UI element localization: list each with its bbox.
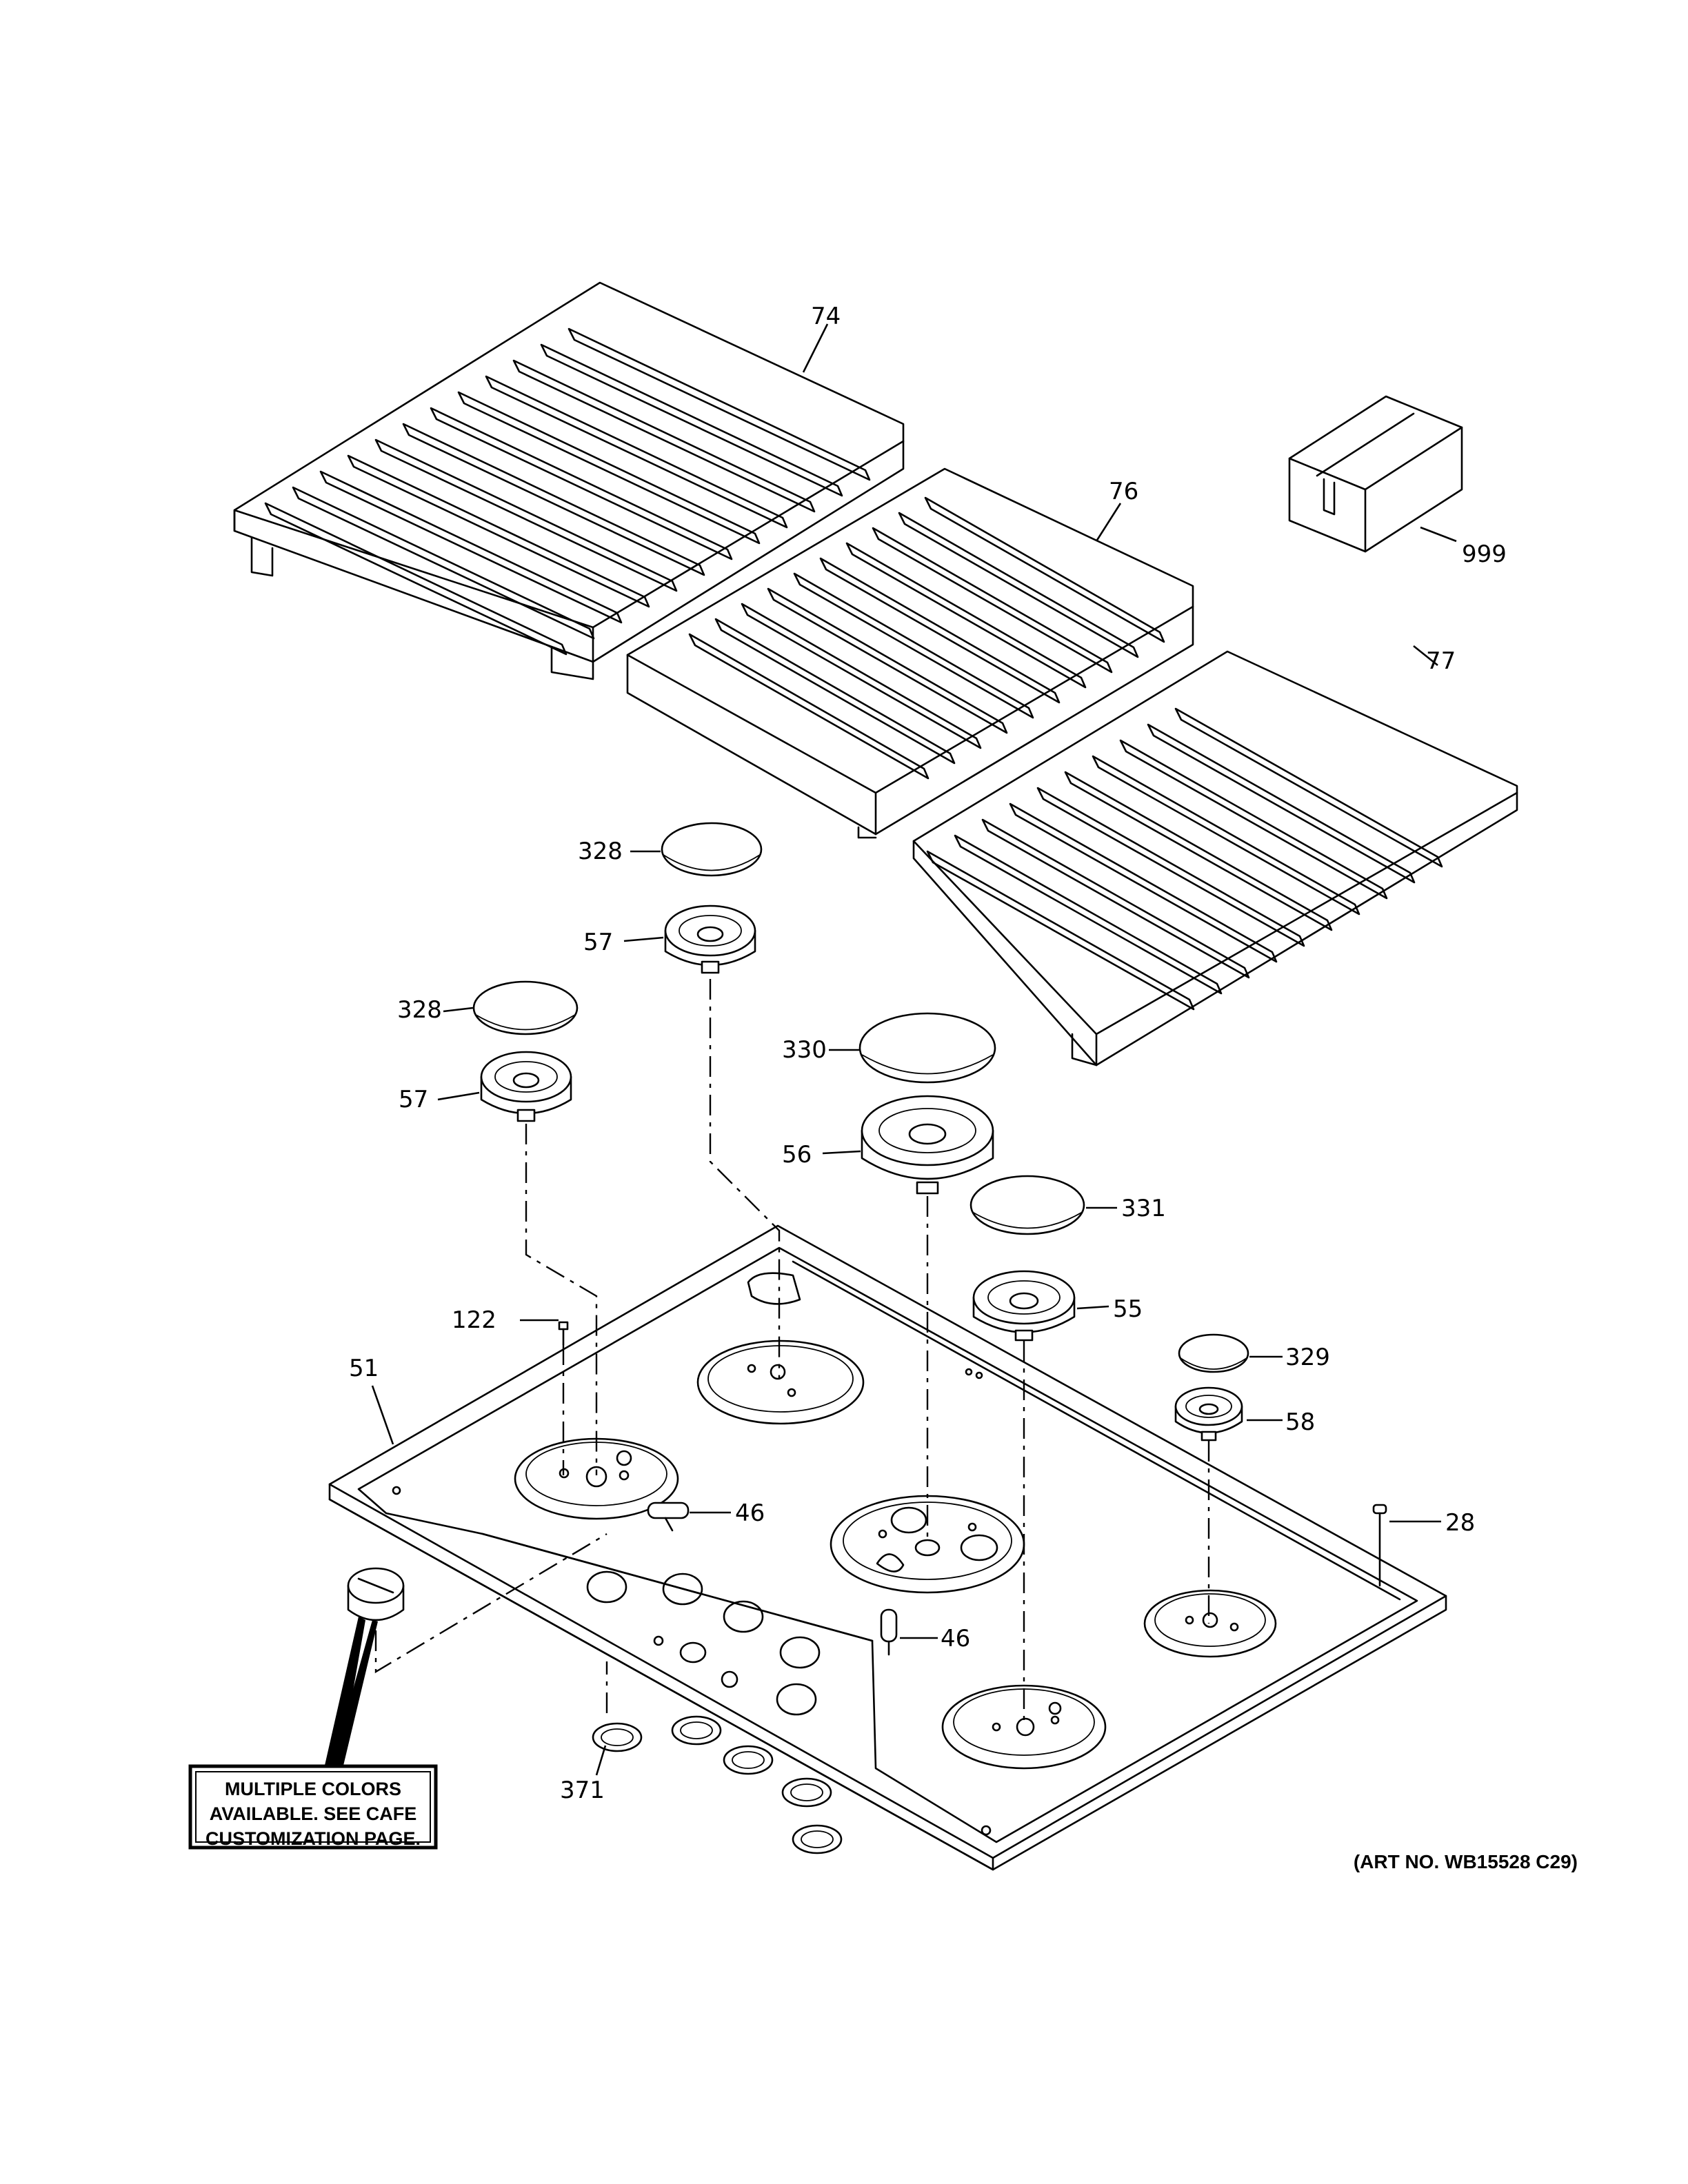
note-line-1: MULTIPLE COLORS xyxy=(225,1779,401,1799)
grate-bar xyxy=(540,343,843,497)
grate-bar xyxy=(1092,755,1360,916)
screw-122[interactable] xyxy=(558,1321,569,1346)
grate-bar xyxy=(457,391,761,545)
callout-328-top[interactable]: 328 xyxy=(578,838,623,865)
callout-28[interactable]: 28 xyxy=(1445,1509,1475,1537)
callout-labels: 74 76 77 999 328 57 328 57 330 56 331 55… xyxy=(349,303,1507,1804)
leader-lines xyxy=(371,323,1457,1776)
note-line-2: AVAILABLE. SEE CAFE xyxy=(210,1803,417,1824)
grate-bar xyxy=(1064,771,1333,931)
grate-bar xyxy=(402,423,705,576)
screw-hole xyxy=(981,1825,992,1836)
callout-57-left[interactable]: 57 xyxy=(399,1086,428,1113)
grate-bar xyxy=(898,512,1139,658)
cooktop[interactable] xyxy=(328,1224,1447,1871)
grate-middle-bars xyxy=(688,496,1165,780)
burner-cap-329[interactable] xyxy=(1178,1333,1249,1373)
knob-seal-371[interactable] xyxy=(592,1715,843,1854)
burner-seat-right xyxy=(1143,1589,1277,1658)
screw-28[interactable] xyxy=(1372,1504,1387,1587)
burner-head-57-left[interactable] xyxy=(480,1051,572,1122)
igniter-46-left[interactable] xyxy=(647,1502,690,1532)
callout-76[interactable]: 76 xyxy=(1109,478,1138,505)
grate-bar xyxy=(512,359,816,513)
callout-371[interactable]: 371 xyxy=(560,1777,605,1804)
grate-bar xyxy=(1174,707,1443,868)
grate-bar xyxy=(319,470,623,624)
control-panel xyxy=(586,1570,821,1716)
callout-51[interactable]: 51 xyxy=(349,1355,379,1382)
grate-bar xyxy=(819,557,1061,704)
grate-right-bars xyxy=(926,707,1443,1011)
callout-331[interactable]: 331 xyxy=(1121,1195,1166,1222)
art-number: (ART NO. WB15528 C29) xyxy=(1354,1851,1578,1872)
grate-middle[interactable] xyxy=(626,467,1194,839)
callout-122[interactable]: 122 xyxy=(452,1306,496,1334)
callout-57-top[interactable]: 57 xyxy=(583,929,613,956)
grate-bar xyxy=(872,527,1113,674)
grate-bar xyxy=(1147,723,1416,884)
grate-bar xyxy=(926,850,1195,1011)
grate-bar xyxy=(1036,787,1305,947)
burner-seat-rear-left xyxy=(696,1339,865,1425)
grate-bar xyxy=(793,572,1034,719)
grate-bar xyxy=(924,496,1165,643)
grate-bar xyxy=(264,502,567,656)
callout-328-left[interactable]: 328 xyxy=(397,996,442,1024)
igniter-46-right[interactable] xyxy=(880,1608,898,1656)
grate-bar xyxy=(1009,802,1278,963)
burner-cap-328-left[interactable] xyxy=(472,980,579,1035)
callout-999[interactable]: 999 xyxy=(1462,540,1507,568)
callout-330[interactable]: 330 xyxy=(782,1036,827,1064)
grate-bar xyxy=(845,542,1087,689)
callout-329[interactable]: 329 xyxy=(1285,1344,1330,1371)
grate-bar xyxy=(430,407,733,560)
grate-left-bars xyxy=(264,327,871,656)
burner-cap-328-top[interactable] xyxy=(661,822,763,877)
callout-58[interactable]: 58 xyxy=(1285,1408,1315,1436)
grate-bar xyxy=(347,454,650,608)
grate-bar xyxy=(981,818,1250,979)
grate-bar xyxy=(767,587,1008,734)
color-note: MULTIPLE COLORS AVAILABLE. SEE CAFE CUST… xyxy=(188,1617,438,1850)
burner-head-57-top[interactable] xyxy=(664,904,756,974)
screw-hole xyxy=(975,1371,983,1379)
grate-bar xyxy=(688,633,930,780)
control-knob[interactable] xyxy=(347,1567,405,1621)
burner-head-58[interactable] xyxy=(1174,1386,1243,1442)
burner-head-55[interactable] xyxy=(972,1270,1076,1342)
grate-bar xyxy=(485,375,788,529)
burner-cap-331[interactable] xyxy=(969,1175,1085,1235)
literature-box[interactable] xyxy=(1288,395,1463,553)
grate-left[interactable] xyxy=(233,281,905,680)
burner-cap-330[interactable] xyxy=(858,1012,996,1084)
callout-46-left[interactable]: 46 xyxy=(735,1499,765,1527)
grate-bar xyxy=(714,618,956,765)
screw-hole xyxy=(392,1486,401,1495)
callout-74[interactable]: 74 xyxy=(811,303,841,330)
grate-bar xyxy=(741,603,982,749)
grate-bar xyxy=(374,438,678,592)
grate-bar xyxy=(567,327,871,481)
callout-56[interactable]: 56 xyxy=(782,1141,812,1169)
note-line-3: CUSTOMIZATION PAGE. xyxy=(205,1828,421,1849)
grate-bar xyxy=(292,486,595,640)
grate-bar xyxy=(1119,739,1388,900)
callout-77[interactable]: 77 xyxy=(1426,647,1456,675)
alignment-lines xyxy=(374,979,1210,1723)
grate-bar xyxy=(954,834,1223,995)
burner-head-56[interactable] xyxy=(861,1095,994,1195)
screw-hole xyxy=(965,1368,973,1376)
callout-46-right[interactable]: 46 xyxy=(941,1625,970,1652)
callout-55[interactable]: 55 xyxy=(1113,1295,1143,1323)
grate-right[interactable] xyxy=(912,650,1518,1066)
